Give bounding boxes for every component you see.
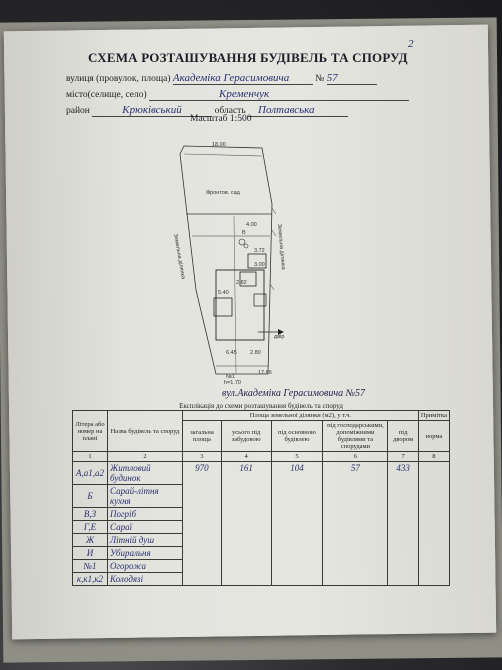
region-label: область [214, 106, 246, 116]
row-letter: к,к1,к2 [72, 572, 108, 586]
th-land: Площа земельної ділянки (м2), у т.ч. [182, 410, 419, 421]
dim-n-right: 3.00 [254, 262, 265, 268]
number-label: № [315, 74, 325, 84]
row-letter: №1 [72, 559, 108, 573]
th-built: усього під забудовою [220, 420, 272, 452]
street-value: Академіка Герасимовича [172, 72, 313, 85]
site-plan-drawing: 18.00 Фронтов. сад 4.00 3.72 3.00 В 2.82… [172, 142, 286, 386]
dim-5-40: 5.40 [218, 290, 229, 296]
city-line: місто(селище, село) Кременчук [66, 88, 410, 101]
region-value: Полтавська [248, 104, 349, 117]
row-letter: А,а1,а2 [72, 461, 108, 485]
city-label: місто(селище, село) [66, 90, 147, 100]
row-letter: В,З [72, 507, 108, 521]
row-name: Огорожа [107, 559, 183, 573]
col-num: 6 [322, 451, 389, 462]
dim-top: 18.00 [212, 142, 226, 148]
row-letter: И [72, 546, 108, 560]
row-letter: Б [72, 484, 108, 508]
street-caption: вул.Академіка Герасимовича №57 [222, 388, 366, 399]
left-boundary-label: Земельна ділянка [172, 233, 186, 280]
col-num: 3 [182, 451, 222, 462]
row-letter: Ж [72, 533, 108, 547]
v-mark: В [242, 230, 246, 236]
dim-2-82: 2.82 [236, 280, 247, 286]
district-line: район Крюківський область Полтавська [66, 104, 349, 117]
scale-label: Масштаб 1:500 [190, 114, 252, 124]
dim-6-45: 6.45 [226, 350, 237, 356]
yard-label: двір [274, 334, 284, 340]
main-area: 104 [270, 461, 324, 586]
th-letter: Літера або номер на плані [72, 410, 108, 452]
th-total: загальна площа [182, 420, 222, 452]
fence-marker: №1 [226, 374, 235, 380]
dim-2-80: 2.80 [250, 350, 261, 356]
col-number-row: 1 2 3 4 5 6 7 8 [72, 451, 451, 462]
district-label: район [66, 106, 90, 116]
right-boundary-label: Земельна ділянка [276, 224, 286, 271]
row-name: Убиральня [107, 546, 183, 560]
aux-area: 57 [322, 461, 389, 586]
th-aux: під господарськими, допоміжними будівлям… [322, 420, 389, 452]
col-num: 5 [270, 451, 324, 462]
col-num: 2 [107, 451, 183, 462]
row-letter: Г,Е [72, 520, 108, 534]
row-name: Колодязі [107, 572, 183, 586]
th-main: під основною будівлею [270, 420, 324, 452]
lot-boundary [179, 145, 273, 375]
number-value: 57 [326, 72, 377, 85]
dim-m-right: 3.72 [254, 248, 265, 254]
col-num: 8 [417, 451, 451, 462]
well-icon [238, 238, 246, 246]
front-garden-label: Фронтов. сад [206, 190, 241, 196]
street-label: вулиця (провулок, площа) [66, 74, 171, 84]
row-name: Сараї [107, 520, 183, 534]
district-value: Крюківський [92, 104, 213, 117]
yard-area: 433 [387, 461, 419, 586]
explication-table: Літера або номер на плані Назва будівель… [72, 410, 451, 586]
col-num: 1 [72, 451, 108, 462]
row-name: Літній душ [107, 533, 183, 547]
table-caption: Експлікація до схеми розташування будіве… [179, 402, 343, 410]
city-value: Кременчук [149, 88, 410, 101]
dim-17-66: 17.66 [258, 370, 272, 376]
col-num: 7 [387, 451, 419, 462]
row-name: Сарай-літня кухня [107, 484, 183, 508]
house-outline [215, 269, 265, 341]
page-number: 2 [408, 38, 414, 50]
norm-cell [417, 461, 451, 586]
col-num: 4 [220, 451, 272, 462]
th-name: Назва будівель та споруд [107, 410, 183, 452]
street-line: вулиця (провулок, площа) Академіка Герас… [66, 72, 377, 85]
th-yard: під двором [387, 420, 419, 452]
th-note: Примітка [417, 410, 451, 421]
dim-h: h=1.70 [224, 380, 241, 386]
th-norm: норма [417, 420, 451, 452]
site-plan: 18.00 Фронтов. сад 4.00 3.72 3.00 В 2.82… [150, 134, 370, 394]
table-row: А,а1,а2 Житловий будинок 970 161 104 57 … [72, 461, 451, 586]
total-area: 970 [182, 461, 222, 586]
page-title: СХЕМА РОЗТАШУВАННЯ БУДІВЕЛЬ ТА СПОРУД [88, 50, 408, 65]
dim-right-top: 4.00 [246, 222, 257, 228]
row-name: Житловий будинок [107, 461, 183, 485]
explication-table-wrap: Експлікація до схеми розташування будіве… [72, 402, 451, 586]
row-name: Погріб [107, 507, 183, 521]
built-area: 161 [220, 461, 272, 586]
